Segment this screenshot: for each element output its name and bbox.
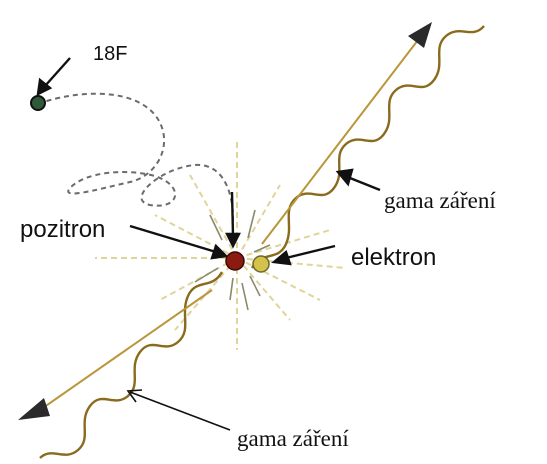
gamma-lower-pointer <box>128 390 230 430</box>
positron-particle-icon <box>226 252 244 270</box>
gamma-upper-pointer-line <box>350 178 380 190</box>
gamma-ray-upper-arrow-line <box>262 40 418 244</box>
positron-pointer-line <box>130 226 216 252</box>
gamma-upper-pointer-arrowhead-icon <box>338 170 352 184</box>
gamma-lower-label: gama záření <box>237 427 349 450</box>
burst-tick <box>250 276 260 296</box>
gamma-wave-lower <box>40 272 222 458</box>
electron-pointer-line <box>286 246 335 258</box>
gamma-upper-label: gama záření <box>384 189 496 212</box>
electron-particle-icon <box>253 256 269 272</box>
trajectory-end-line <box>232 192 233 236</box>
burst-tick <box>242 283 248 310</box>
gamma-lower-pointer-line <box>130 392 230 430</box>
burst-tick <box>248 210 255 238</box>
gamma-ray-lower-arrow-line <box>40 290 212 410</box>
isotope-pointer-line <box>45 58 70 86</box>
gamma-wave-upper <box>252 26 484 268</box>
electron-label: elektron <box>351 246 436 270</box>
burst-tick <box>230 278 233 300</box>
burst-ray <box>237 185 280 258</box>
positron-label: pozitron <box>20 218 105 242</box>
isotope-18f-particle-icon <box>31 96 45 110</box>
gamma-lower-arrowhead-icon <box>18 398 50 420</box>
gamma-upper-arrowhead-icon <box>408 22 432 48</box>
isotope-label: 18F <box>93 44 127 64</box>
